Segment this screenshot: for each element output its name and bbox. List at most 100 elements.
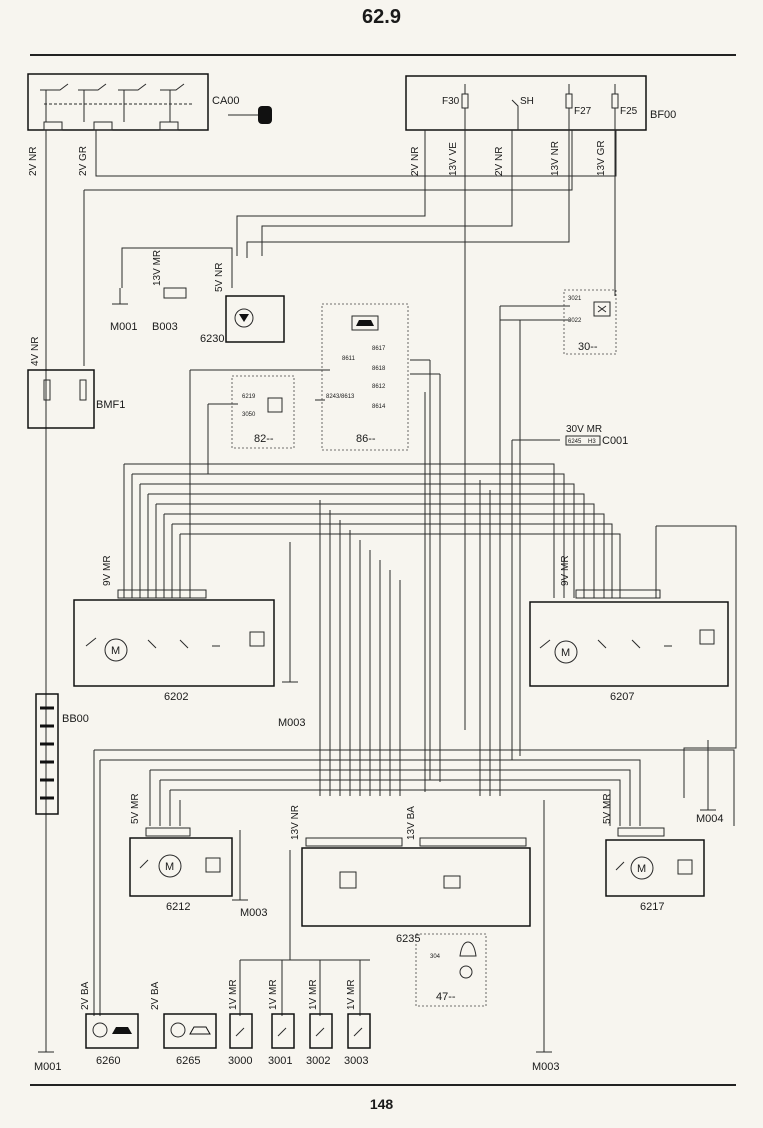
f47-wire: 304 [430, 954, 441, 960]
bf00-conn-2: 13V VE [448, 142, 459, 176]
window-switch-icon [677, 859, 693, 875]
fuse-f25-icon [611, 93, 619, 109]
f86-wire-e: 8612 [372, 384, 386, 390]
f82-wire-b: 3050 [242, 412, 256, 418]
c3001-label: 3001 [268, 1055, 292, 1067]
motor-icon [104, 638, 128, 662]
motor-icon [554, 640, 578, 664]
switch-3002: 1V MR 3002 [306, 979, 333, 1067]
c6202-label: 6202 [164, 691, 188, 703]
bmf1-block: 4V NR BMF1 [27, 337, 125, 429]
f30-wire-b: 3022 [568, 318, 582, 324]
f25-label: F25 [620, 106, 638, 117]
c6265-conn: 2V BA [150, 981, 161, 1010]
motor-icon [92, 1022, 108, 1038]
m001-top-label: M001 [110, 321, 138, 333]
c6217-label: 6217 [640, 901, 664, 913]
window-switch-icon [249, 631, 265, 647]
bottom-rule [30, 1084, 736, 1086]
c6235-label: 6235 [396, 933, 420, 945]
c001-label: C001 [602, 435, 628, 447]
ca00-conn-a: 2V NR [28, 147, 39, 176]
ignition-key-icon [228, 106, 272, 124]
m001-bottom-label: M001 [34, 1061, 62, 1073]
m003-bottom-label: M003 [532, 1061, 560, 1073]
c6207-conn: 9V MR [560, 555, 571, 586]
c6217-conn: 5V MR [602, 793, 613, 824]
window-switch-icon [699, 629, 715, 645]
c001-pin: 6245 [568, 439, 582, 445]
bb00-battery: BB00 [35, 693, 89, 815]
car-body-icon [112, 1027, 132, 1034]
motor-icon [158, 854, 182, 878]
motor-icon [630, 856, 654, 880]
bf00-conn-4: 13V NR [550, 141, 561, 176]
c3000-conn: 1V MR [228, 979, 239, 1010]
door-icon [339, 871, 357, 889]
bf00-conn-5: 13V GR [596, 140, 607, 176]
component-6265: 2V BA 6265 [150, 981, 217, 1067]
component-6217: 5V MR M 6217 [602, 793, 705, 913]
f86-wire-a: 8611 [342, 356, 356, 362]
motor-icon [234, 308, 254, 328]
ca00-ignition-switch: CA00 [27, 73, 272, 131]
m003-mid-label: M003 [240, 907, 268, 919]
car-body-icon [351, 315, 379, 331]
c6260-conn: 2V BA [80, 981, 91, 1010]
page-title: 62.9 [362, 6, 401, 28]
motor-icon [170, 1022, 186, 1038]
bf00-label: BF00 [650, 109, 676, 121]
component-6260: 2V BA 6260 [80, 981, 139, 1067]
f86-wire-c: 8618 [372, 366, 386, 372]
function-47-box: 304 47-- [415, 933, 487, 1007]
window-switch-icon [205, 857, 221, 873]
b003-conn: 13V MR [152, 250, 163, 286]
fuse-f30-icon [461, 93, 469, 109]
m003-left-ground: M003 [278, 681, 306, 729]
switch-3001: 1V MR 3001 [268, 979, 295, 1067]
bf00-conn-1: 2V NR [410, 147, 421, 176]
c3003-label: 3003 [344, 1055, 368, 1067]
c6235-conn-b: 13V BA [406, 806, 417, 840]
c3001-conn: 1V MR [268, 979, 279, 1010]
bmf1-label: BMF1 [96, 399, 125, 411]
ca00-conn-b: 2V GR [78, 146, 89, 176]
lamp-icon [459, 965, 473, 979]
c6230-conn: 5V NR [214, 263, 225, 292]
ecu-chip-icon [443, 875, 461, 889]
motor-symbol: M [561, 647, 570, 659]
c6202-conn: 9V MR [102, 555, 113, 586]
c6230-label: 6230 [200, 333, 224, 345]
f86-label: 86-- [356, 433, 376, 445]
b003-label: B003 [152, 321, 178, 333]
fuse-f27-icon [565, 93, 573, 109]
sh-label: SH [520, 96, 534, 107]
component-6235: 13V NR 13V BA 6235 [290, 805, 531, 945]
f30-label: 30-- [578, 341, 598, 353]
interior-lamp-icon [593, 301, 611, 317]
f82-label: 82-- [254, 433, 274, 445]
motor-symbol: M [111, 645, 120, 657]
function-82-box: 6219 3050 82-- [231, 375, 295, 449]
m001-bottom-ground: M001 [34, 1051, 62, 1073]
c3002-label: 3002 [306, 1055, 330, 1067]
c3002-conn: 1V MR [308, 979, 319, 1010]
component-6202: 9V MR M 6202 [73, 555, 275, 703]
m003-left-label: M003 [278, 717, 306, 729]
c3000-label: 3000 [228, 1055, 252, 1067]
c6265-label: 6265 [176, 1055, 200, 1067]
ca00-label: CA00 [212, 95, 240, 107]
c6212-label: 6212 [166, 901, 190, 913]
f30-wire-a: 3021 [568, 296, 582, 302]
motor-symbol: M [165, 861, 174, 873]
page-number: 148 [369, 1096, 394, 1112]
c001-connector: 30V MR 6245 H3 C001 [565, 424, 628, 447]
m004-ground: M004 [696, 809, 724, 825]
bf00-fuse-box: F30 SH F27 F25 BF00 [405, 75, 676, 131]
c6260-label: 6260 [96, 1055, 120, 1067]
bb00-label: BB00 [62, 713, 89, 725]
c001-conn: 30V MR [566, 424, 602, 435]
f27-label: F27 [574, 106, 592, 117]
component-6212: 5V MR M 6212 [129, 793, 233, 913]
